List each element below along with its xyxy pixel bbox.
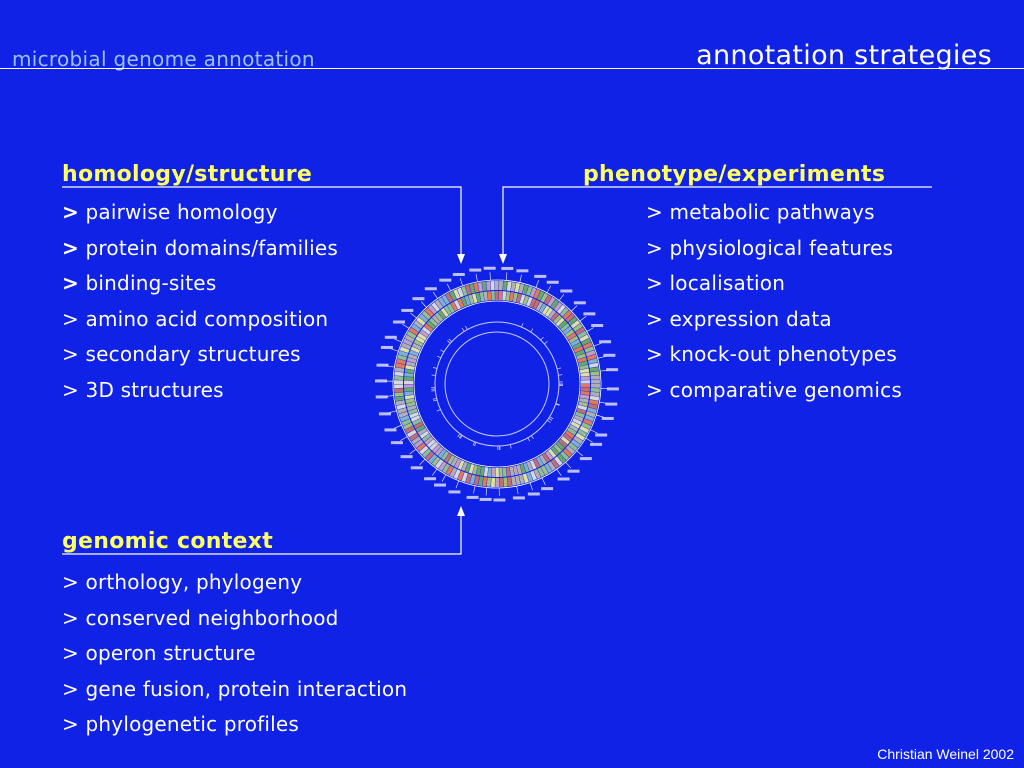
list-item: > conserved neighborhood bbox=[62, 606, 407, 642]
list-item: > gene fusion, protein interaction bbox=[62, 677, 407, 713]
header-right-title: annotation strategies bbox=[696, 40, 992, 71]
list-item-text: amino acid composition bbox=[78, 306, 329, 331]
list-item-text: localisation bbox=[662, 271, 786, 295]
bullet-marker: > bbox=[646, 306, 663, 331]
list-item-text: binding-sites bbox=[78, 271, 217, 295]
list-item: > comparative genomics bbox=[646, 378, 902, 414]
list-item: > metabolic pathways bbox=[646, 200, 902, 236]
list-item-text: secondary structures bbox=[78, 342, 301, 366]
bullet-marker: > bbox=[62, 271, 79, 295]
circular-genome-map-icon bbox=[375, 266, 619, 502]
bullet-marker: > bbox=[646, 271, 663, 295]
homology-list: > pairwise homology> protein domains/fam… bbox=[62, 200, 338, 413]
list-item-text: orthology, phylogeny bbox=[78, 570, 303, 594]
list-item-text: 3D structures bbox=[78, 377, 224, 402]
phenotype-connector bbox=[502, 186, 932, 262]
list-item: > localisation bbox=[646, 271, 902, 307]
list-item-text: metabolic pathways bbox=[662, 200, 875, 224]
bullet-marker: > bbox=[62, 200, 79, 224]
header-rule bbox=[0, 68, 1024, 69]
header-left-title: microbial genome annotation bbox=[12, 47, 315, 71]
list-item: > expression data bbox=[646, 307, 902, 343]
list-item-text: physiological features bbox=[662, 235, 894, 260]
bullet-marker: > bbox=[62, 570, 79, 594]
genomic-section-title: genomic context bbox=[62, 529, 274, 554]
bullet-marker: > bbox=[646, 377, 663, 402]
list-item-text: expression data bbox=[662, 306, 832, 331]
list-item-text: pairwise homology bbox=[78, 200, 278, 224]
list-item: > binding-sites bbox=[62, 271, 338, 307]
list-item: > phylogenetic profiles bbox=[62, 712, 407, 748]
list-item-text: protein domains/families bbox=[78, 235, 339, 260]
phenotype-section-title: phenotype/experiments bbox=[583, 162, 886, 187]
bullet-marker: > bbox=[62, 676, 79, 701]
bullet-marker: > bbox=[62, 377, 79, 402]
list-item-text: operon structure bbox=[78, 641, 256, 665]
list-item-text: gene fusion, protein interaction bbox=[78, 676, 408, 701]
homology-section-title: homology/structure bbox=[62, 162, 313, 187]
list-item: > 3D structures bbox=[62, 378, 338, 414]
homology-connector bbox=[62, 186, 462, 262]
genomic-list: > orthology, phylogeny> conserved neighb… bbox=[62, 570, 407, 748]
list-item: > orthology, phylogeny bbox=[62, 570, 407, 606]
list-item: > pairwise homology bbox=[62, 200, 338, 236]
bullet-marker: > bbox=[646, 235, 663, 260]
bullet-marker: > bbox=[62, 342, 79, 366]
list-item-text: phylogenetic profiles bbox=[78, 712, 300, 736]
bullet-marker: > bbox=[646, 200, 663, 224]
list-item: > operon structure bbox=[62, 641, 407, 677]
list-item-text: comparative genomics bbox=[662, 377, 902, 402]
genomic-connector bbox=[62, 508, 462, 555]
list-item-text: conserved neighborhood bbox=[78, 605, 339, 630]
bullet-marker: > bbox=[62, 712, 79, 736]
list-item-text: knock-out phenotypes bbox=[662, 342, 897, 366]
footer-credit: Christian Weinel 2002 bbox=[877, 746, 1014, 762]
bullet-marker: > bbox=[62, 235, 79, 260]
list-item: > knock-out phenotypes bbox=[646, 342, 902, 378]
list-item: > physiological features bbox=[646, 236, 902, 272]
list-item: > amino acid composition bbox=[62, 307, 338, 343]
bullet-marker: > bbox=[62, 605, 79, 630]
bullet-marker: > bbox=[62, 306, 79, 331]
bullet-marker: > bbox=[62, 641, 79, 665]
list-item: > secondary structures bbox=[62, 342, 338, 378]
phenotype-list: > metabolic pathways> physiological feat… bbox=[646, 200, 902, 413]
bullet-marker: > bbox=[646, 342, 663, 366]
list-item: > protein domains/families bbox=[62, 236, 338, 272]
